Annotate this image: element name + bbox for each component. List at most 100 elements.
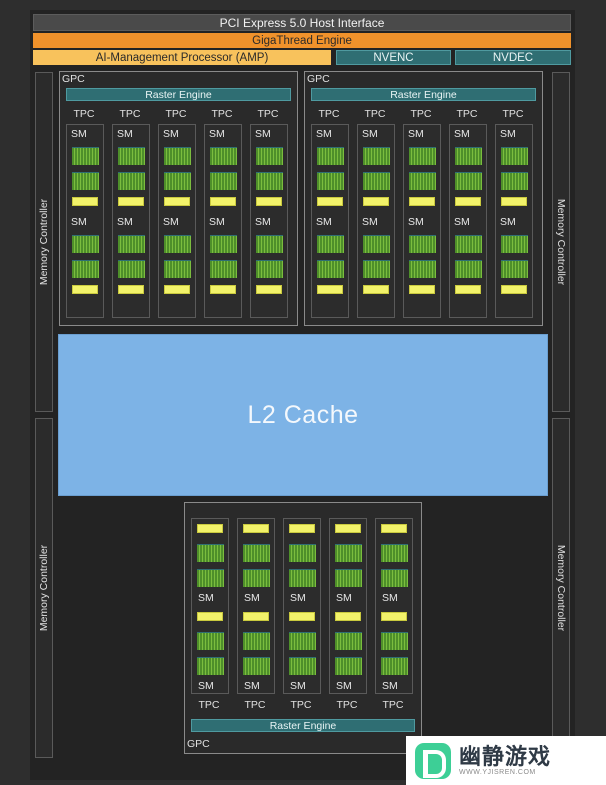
memory-controller-left-bottom: Memory Controller	[35, 418, 53, 758]
watermark-name: 幽静游戏	[459, 744, 552, 769]
sm-cores	[164, 147, 191, 165]
sm-unit	[501, 285, 527, 294]
sm-unit	[317, 285, 343, 294]
sm-label: SM	[382, 680, 398, 692]
sm-cores	[210, 172, 237, 190]
sm-label: SM	[117, 216, 133, 228]
sm-cores	[197, 569, 224, 587]
tpc-label: TPC	[244, 699, 266, 711]
raster-engine: Raster Engine	[311, 88, 536, 101]
sm-cores	[164, 260, 191, 278]
sm-cores	[243, 657, 270, 675]
sm-unit	[455, 285, 481, 294]
tpc-label: TPC	[456, 108, 478, 120]
tpc-label: TPC	[290, 699, 312, 711]
sm-unit	[381, 612, 407, 621]
sm-cores	[243, 632, 270, 650]
sm-unit	[256, 285, 282, 294]
sm-cores	[256, 260, 283, 278]
sm-cores	[210, 235, 237, 253]
gpc-label: GPC	[307, 73, 330, 85]
sm-cores	[72, 260, 99, 278]
sm-label: SM	[198, 592, 214, 604]
sm-cores	[210, 147, 237, 165]
memory-controller-label: Memory Controller	[555, 198, 567, 286]
sm-cores	[197, 657, 224, 675]
sm-cores	[335, 569, 362, 587]
sm-unit	[197, 612, 223, 621]
nvenc-block: NVENC	[336, 50, 451, 65]
tpc-label: TPC	[119, 108, 141, 120]
sm-unit	[289, 524, 315, 533]
memory-controller-right-bottom: Memory Controller	[552, 418, 570, 758]
sm-cores	[409, 260, 436, 278]
sm-cores	[317, 235, 344, 253]
sm-unit	[501, 197, 527, 206]
watermark: 幽静游戏 WWW.YJISREN.COM	[406, 736, 606, 785]
watermark-url: WWW.YJISREN.COM	[459, 769, 536, 776]
sm-label: SM	[244, 592, 260, 604]
sm-cores	[164, 235, 191, 253]
sm-label: SM	[255, 216, 271, 228]
sm-cores	[243, 569, 270, 587]
sm-cores	[317, 172, 344, 190]
sm-cores	[72, 147, 99, 165]
sm-cores	[381, 657, 408, 675]
tpc-label: TPC	[165, 108, 187, 120]
sm-cores	[289, 544, 316, 562]
sm-cores	[317, 260, 344, 278]
sm-cores	[289, 657, 316, 675]
sm-cores	[256, 147, 283, 165]
tpc-label: TPC	[318, 108, 340, 120]
sm-cores	[381, 569, 408, 587]
sm-cores	[243, 544, 270, 562]
sm-cores	[363, 147, 390, 165]
sm-label: SM	[117, 128, 133, 140]
sm-unit	[197, 524, 223, 533]
gpc-label: GPC	[62, 73, 85, 85]
sm-label: SM	[500, 216, 516, 228]
sm-unit	[118, 197, 144, 206]
sm-cores	[164, 172, 191, 190]
sm-unit	[118, 285, 144, 294]
sm-cores	[501, 260, 528, 278]
tpc-label: TPC	[257, 108, 279, 120]
sm-cores	[363, 172, 390, 190]
sm-label: SM	[408, 216, 424, 228]
sm-cores	[455, 172, 482, 190]
raster-engine: Raster Engine	[66, 88, 291, 101]
sm-label: SM	[71, 128, 87, 140]
sm-cores	[197, 544, 224, 562]
ai-management-processor: AI-Management Processor (AMP)	[33, 50, 331, 65]
sm-cores	[501, 172, 528, 190]
sm-cores	[455, 235, 482, 253]
sm-label: SM	[163, 128, 179, 140]
sm-label: SM	[454, 128, 470, 140]
sm-label: SM	[209, 216, 225, 228]
sm-unit	[164, 285, 190, 294]
sm-label: SM	[362, 216, 378, 228]
tpc-label: TPC	[502, 108, 524, 120]
sm-cores	[72, 172, 99, 190]
sm-unit	[381, 524, 407, 533]
sm-unit	[164, 197, 190, 206]
memory-controller-label: Memory Controller	[38, 544, 50, 632]
sm-cores	[363, 235, 390, 253]
sm-cores	[455, 260, 482, 278]
sm-unit	[72, 197, 98, 206]
sm-unit	[409, 197, 435, 206]
sm-cores	[72, 235, 99, 253]
sm-label: SM	[71, 216, 87, 228]
sm-cores	[118, 260, 145, 278]
sm-label: SM	[336, 680, 352, 692]
sm-unit	[72, 285, 98, 294]
nvdec-block: NVDEC	[455, 50, 571, 65]
sm-label: SM	[244, 680, 260, 692]
sm-label: SM	[209, 128, 225, 140]
sm-cores	[197, 632, 224, 650]
sm-cores	[256, 172, 283, 190]
sm-cores	[381, 632, 408, 650]
sm-unit	[256, 197, 282, 206]
sm-cores	[256, 235, 283, 253]
sm-label: SM	[163, 216, 179, 228]
